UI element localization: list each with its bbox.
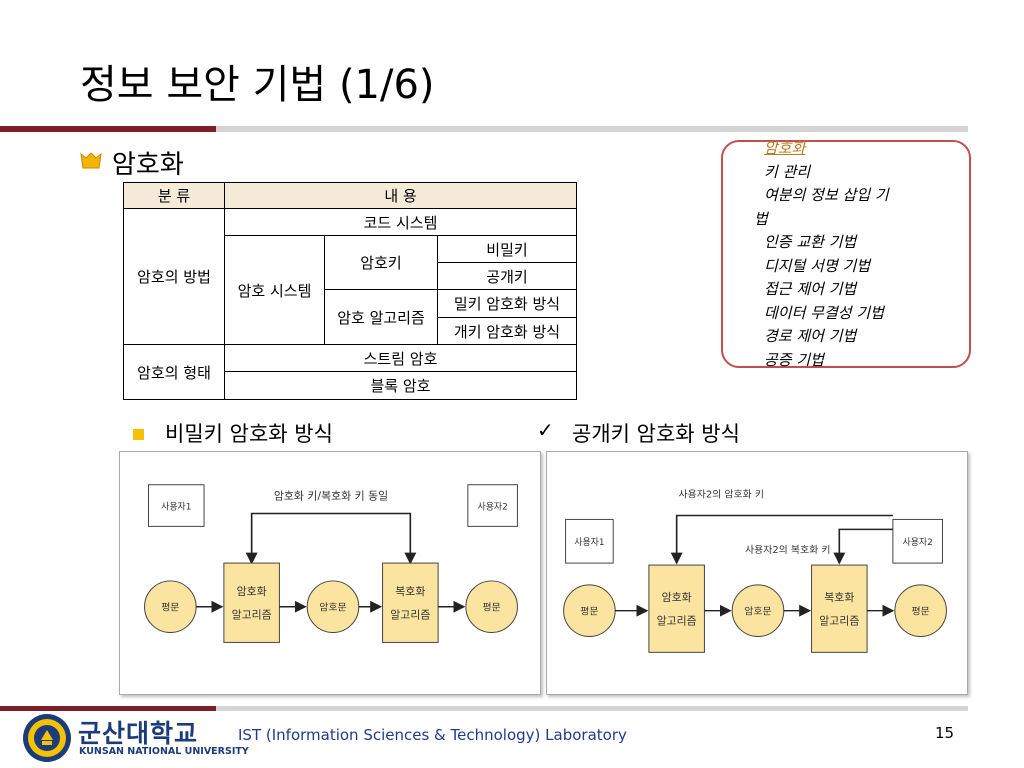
decryption-label: 복호화 <box>824 591 854 604</box>
table-cell-cipher-system: 암호 시스템 <box>224 235 325 345</box>
list-item: 데이터 무결성 기법 <box>764 303 884 322</box>
user1-label: 사용자1 <box>574 537 604 548</box>
public-enc-key-label: 사용자2의 암호화 키 <box>679 489 765 501</box>
table-cell-public-key: 공개키 <box>437 262 577 290</box>
title-rule <box>216 126 968 132</box>
university-name-english: KUNSAN NATIONAL UNIVERSITY <box>79 746 249 757</box>
plaintext-out-label: 평문 <box>483 602 501 614</box>
decryption-label: 복호화 <box>395 585 425 598</box>
bullet-icon <box>80 152 102 169</box>
table-cell-secret-key-method: 밀키 암호화 방식 <box>437 289 577 318</box>
footer-rule-accent <box>0 706 216 711</box>
list-item: 공증 기법 <box>764 350 824 369</box>
list-item: 인증 교환 기법 <box>764 233 857 251</box>
square-bullet-icon <box>133 429 144 440</box>
table-cell-cipher-form: 암호의 형태 <box>123 344 225 400</box>
title-rule-accent <box>0 126 216 132</box>
table-header-content: 내 용 <box>224 182 577 209</box>
encryption-label: 암호화 <box>662 591 692 604</box>
plaintext-out-label: 평문 <box>912 606 930 618</box>
secret-key-diagram: 암호화 키/복호화 키 동일 사용자1 사용자2 평문 암호화 알고리즘 암호문… <box>119 451 541 695</box>
encryption-label-2: 알고리즘 <box>232 608 272 622</box>
decryption-label-2: 알고리즘 <box>390 608 430 622</box>
user2-label: 사용자2 <box>478 502 508 513</box>
public-dec-key-label: 사용자2의 복호화 키 <box>745 544 831 556</box>
decryption-box <box>811 564 868 653</box>
table-cell-cipher-method: 암호의 방법 <box>123 208 225 345</box>
public-key-diagram-svg: 사용자2의 암호화 키 사용자2의 복호화 키 사용자1 사용자2 평문 암호화… <box>563 489 947 653</box>
plaintext-circle-out <box>894 584 947 637</box>
public-key-diagram: 사용자2의 암호화 키 사용자2의 복호화 키 사용자1 사용자2 평문 암호화… <box>546 451 968 695</box>
list-item: 암호화 <box>764 139 806 157</box>
table-cell-block-cipher: 블록 암호 <box>224 371 577 400</box>
ciphertext-label: 암호문 <box>319 602 346 614</box>
section-secret-key: 비밀키 암호화 방식 <box>165 422 333 446</box>
slide-title: 정보 보안 기법 (1/6) <box>80 62 435 108</box>
ciphertext-label: 암호문 <box>744 606 771 618</box>
list-item: 여분의 정보 삽입 기 <box>764 186 889 204</box>
list-item: 키 관리 <box>764 162 811 181</box>
list-item: 경로 제어 기법 <box>764 327 857 345</box>
plaintext-label: 평문 <box>161 602 179 614</box>
user2-label: 사용자2 <box>903 537 933 548</box>
table-cell-public-key-method: 개키 암호화 방식 <box>437 317 577 345</box>
plaintext-label: 평문 <box>580 606 598 618</box>
plaintext-circle <box>563 584 616 637</box>
plaintext-circle-out <box>465 580 518 634</box>
techniques-list: 암호화 키 관리 여분의 정보 삽입 기 법 인증 교환 기법 디지털 서명 기… <box>738 137 966 372</box>
table-cell-cipher-key: 암호키 <box>324 235 438 290</box>
lab-name: IST (Information Sciences & Technology) … <box>238 726 627 744</box>
checkmark-icon: ✓ <box>537 418 554 442</box>
university-seal-icon <box>23 714 71 762</box>
cipher-classification-table: 분 류 내 용 암호의 방법 코드 시스템 암호 시스템 암호키 비밀키 공개키… <box>123 182 577 400</box>
table-header-category: 분 류 <box>123 182 225 209</box>
section-heading: 암호화 <box>112 150 184 180</box>
decryption-box <box>382 562 439 643</box>
table-cell-stream-cipher: 스트림 암호 <box>224 344 577 372</box>
encryption-label: 암호화 <box>237 585 267 598</box>
table-cell-cipher-algorithm: 암호 알고리즘 <box>324 289 438 345</box>
decryption-label-2: 알고리즘 <box>819 614 859 628</box>
university-name-korean: 군산대학교 <box>78 719 199 748</box>
table-cell-code-system: 코드 시스템 <box>224 208 577 236</box>
shared-key-label: 암호화 키/복호화 키 동일 <box>274 489 388 503</box>
encryption-label-2: 알고리즘 <box>657 614 697 628</box>
user1-label: 사용자1 <box>161 502 191 513</box>
user1-box <box>565 518 614 564</box>
list-item: 디지털 서명 기법 <box>764 256 871 275</box>
secret-key-diagram-svg: 암호화 키/복호화 키 동일 사용자1 사용자2 평문 암호화 알고리즘 암호문… <box>144 484 518 643</box>
list-item: 접근 제어 기법 <box>764 280 857 298</box>
plaintext-circle <box>144 580 197 634</box>
dec-key-connector <box>838 528 893 562</box>
list-item-continued: 법 <box>754 209 768 228</box>
user1-box <box>148 484 205 527</box>
section-public-key: 공개키 암호화 방식 <box>572 422 740 446</box>
table-cell-secret-key: 비밀키 <box>437 235 577 263</box>
key-connector <box>250 512 412 562</box>
encryption-box <box>223 562 280 643</box>
footer-rule <box>216 706 968 711</box>
techniques-callout <box>721 140 971 368</box>
page-number: 15 <box>935 724 955 742</box>
user2-box <box>467 484 518 527</box>
encryption-box <box>648 564 705 653</box>
user2-box <box>892 518 943 564</box>
